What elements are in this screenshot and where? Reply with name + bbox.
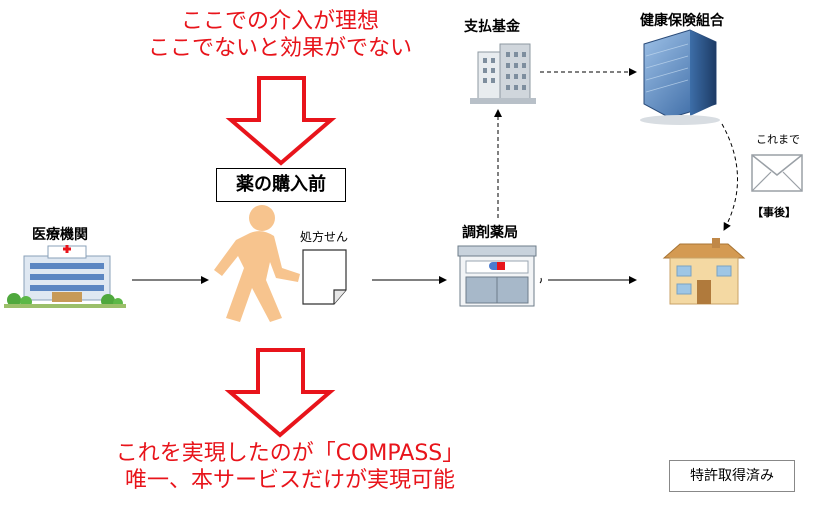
envelope-icon [751,154,803,192]
prescription-label: 処方せん [300,230,349,244]
bottom-down-arrow [224,348,336,438]
arrow-insurance-to-home [721,123,738,231]
payment-fund-building-icon [470,43,536,104]
top-message: ここでの介入が理想 ここでないと効果がでない [120,8,440,62]
payment-fund-label: 支払基金 [464,19,520,35]
top-message-line1: ここでの介入が理想 [180,9,379,34]
bottom-message-line1: これを実現したのが「COMPASS」 [115,441,465,466]
house-icon [662,238,746,305]
medical-institution-label: 医療機関 [32,227,88,243]
bottom-message-line2: 唯一、本サービスだけが実現可能 [124,468,455,493]
pharmacy-tick-mark [539,277,542,284]
health-insurance-label: 健康保険組合 [640,13,724,29]
bottom-message: これを実現したのが「COMPASS」 唯一、本サービスだけが実現可能 [105,440,475,494]
person-icon [214,205,300,322]
before-purchase-label: 薬の購入前 [216,168,346,202]
hospital-icon [4,245,126,308]
until-now-label: これまで [756,133,800,146]
after-the-fact-label: 【事後】 [752,206,796,219]
top-down-arrow [225,76,337,166]
pharmacy-label: 調剤薬局 [462,225,518,241]
pharmacy-icon [457,245,537,307]
top-message-line2: ここでないと効果がでない [147,36,412,61]
health-insurance-building-icon [640,29,720,125]
prescription-document-icon [302,249,347,305]
patent-badge: 特許取得済み [669,460,795,492]
